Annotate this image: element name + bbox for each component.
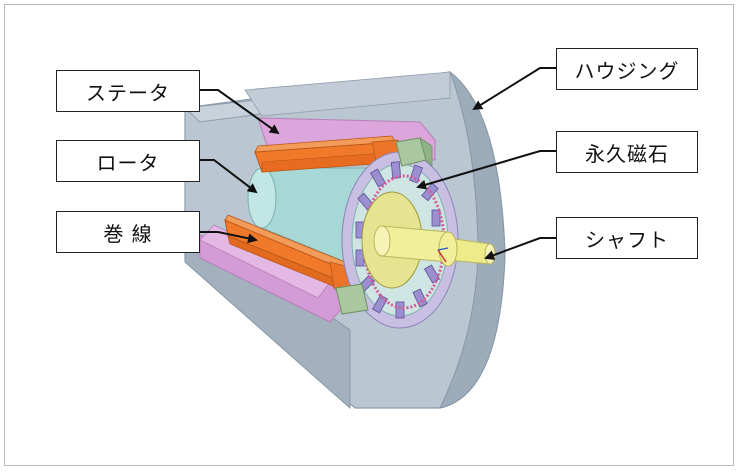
label-stator: ステータ	[56, 70, 200, 112]
end-blocks	[335, 137, 433, 315]
leader-lines	[200, 67, 556, 260]
label-rotor: ロータ	[56, 140, 200, 182]
shaft	[373, 225, 496, 267]
label-housing: ハウジング	[556, 48, 698, 90]
label-winding: 巻 線	[56, 211, 200, 253]
label-shaft: シャフト	[556, 217, 698, 259]
label-permanent-magnet: 永久磁石	[556, 131, 698, 173]
